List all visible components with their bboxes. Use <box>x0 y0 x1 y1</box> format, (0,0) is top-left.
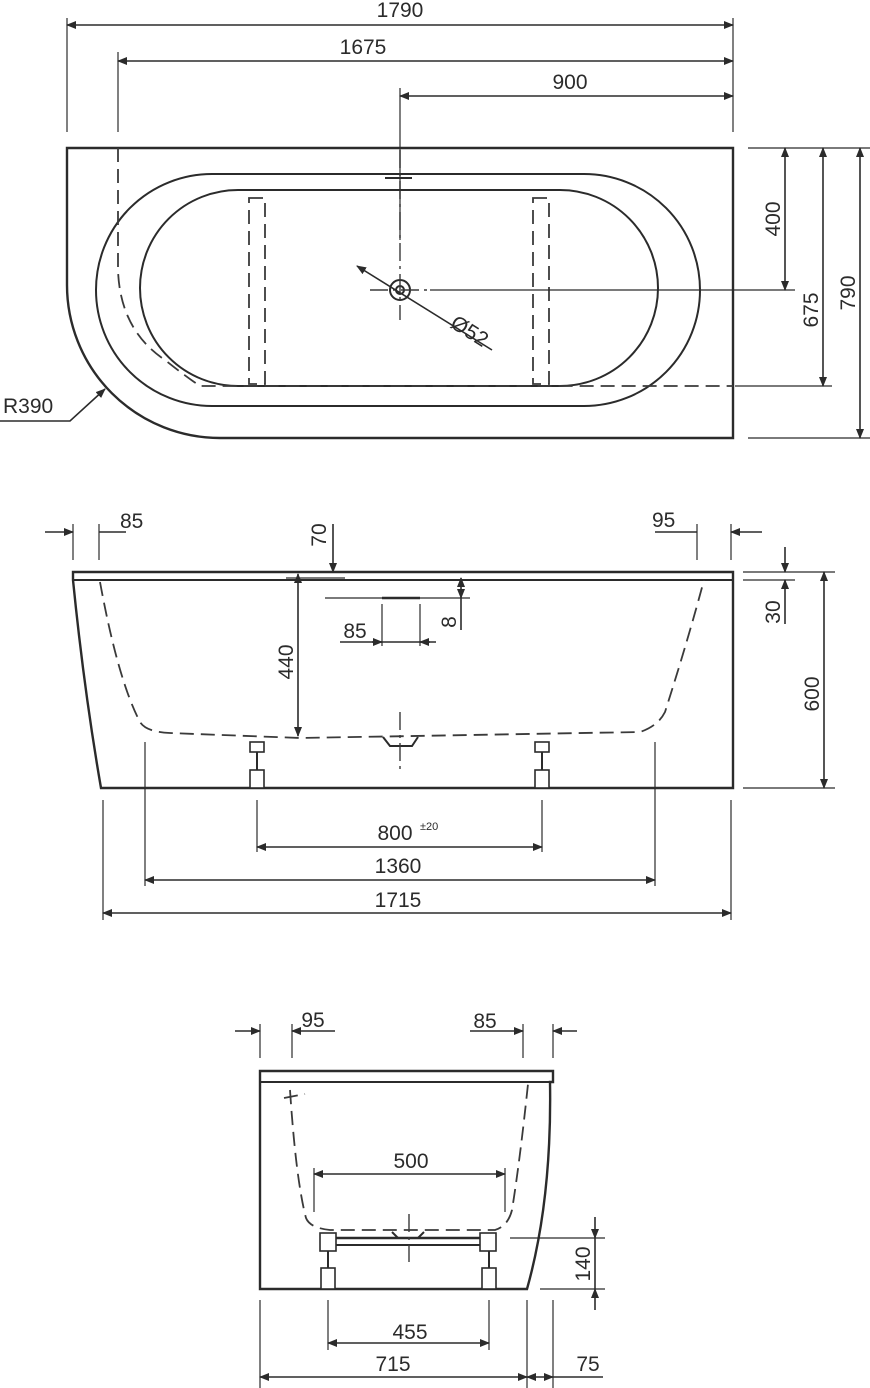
end-dim-left-rim: 95 <box>301 1009 324 1032</box>
end-hidden-basin <box>289 1083 529 1231</box>
side-dim-feet-tolerance: ±20 <box>420 821 438 833</box>
end-view: 95 85 500 140 455 715 75 <box>235 1009 605 1388</box>
side-dim-feet-spacing: 800 <box>377 822 412 845</box>
plan-basin-edge <box>139 189 659 387</box>
side-drain <box>382 736 419 747</box>
end-dim-feet-spacing: 455 <box>392 1321 427 1344</box>
side-foot-left <box>249 741 265 789</box>
end-dim-inner-bottom-width: 500 <box>393 1150 428 1173</box>
side-dim-overflow-width: 85 <box>343 620 366 643</box>
plan-drain-diameter-leader <box>356 265 493 351</box>
plan-hidden-support-left <box>248 197 266 385</box>
side-outer-contour <box>71 570 735 790</box>
side-dim-overall-height: 600 <box>801 676 824 711</box>
side-dim-overflow-height: 8 <box>438 616 461 628</box>
plan-rim-edge <box>95 173 701 407</box>
side-dim-left-rim: 85 <box>120 510 143 533</box>
side-dim-inner-depth: 440 <box>275 644 298 679</box>
side-dim-base-length: 1715 <box>375 889 422 912</box>
end-dim-feet-height: 140 <box>572 1246 595 1281</box>
plan-dim-overall-width: 790 <box>837 275 860 310</box>
plan-dim-corner-radius: R390 <box>3 395 53 418</box>
end-dim-right-rim: 85 <box>473 1010 496 1033</box>
end-foot-right <box>479 1232 497 1290</box>
end-dim-skirt-offset: 75 <box>576 1353 599 1376</box>
end-dim-base-width: 715 <box>375 1353 410 1376</box>
plan-dim-overall-length: 1790 <box>377 0 424 22</box>
side-dim-right-rim: 95 <box>652 509 675 532</box>
side-dim-overflow-offset: 70 <box>308 523 331 546</box>
plan-hidden-back-line <box>117 148 733 387</box>
plan-hidden-support-right <box>532 197 550 385</box>
side-foot-right <box>534 741 550 789</box>
plan-outer-contour <box>65 146 735 440</box>
end-outer-contour <box>258 1069 555 1291</box>
plan-dim-drain-to-back: 400 <box>762 201 785 236</box>
plan-dim-inner-width: 675 <box>800 292 823 327</box>
plan-radius-leader <box>0 388 106 422</box>
plan-dim-drain-offset: 900 <box>552 71 587 94</box>
side-dim-rim-thickness: 30 <box>762 600 785 623</box>
end-drain <box>391 1231 425 1239</box>
side-hidden-basin <box>99 579 705 739</box>
end-foot-left <box>319 1232 337 1290</box>
side-view: 85 95 70 8 85 440 30 600 800 ±20 1360 <box>45 509 835 920</box>
side-dim-bottom-length: 1360 <box>375 855 422 878</box>
plan-dim-inner-length: 1675 <box>340 36 387 59</box>
plan-view: Ø52 1790 1675 900 400 675 790 R390 <box>0 0 870 440</box>
